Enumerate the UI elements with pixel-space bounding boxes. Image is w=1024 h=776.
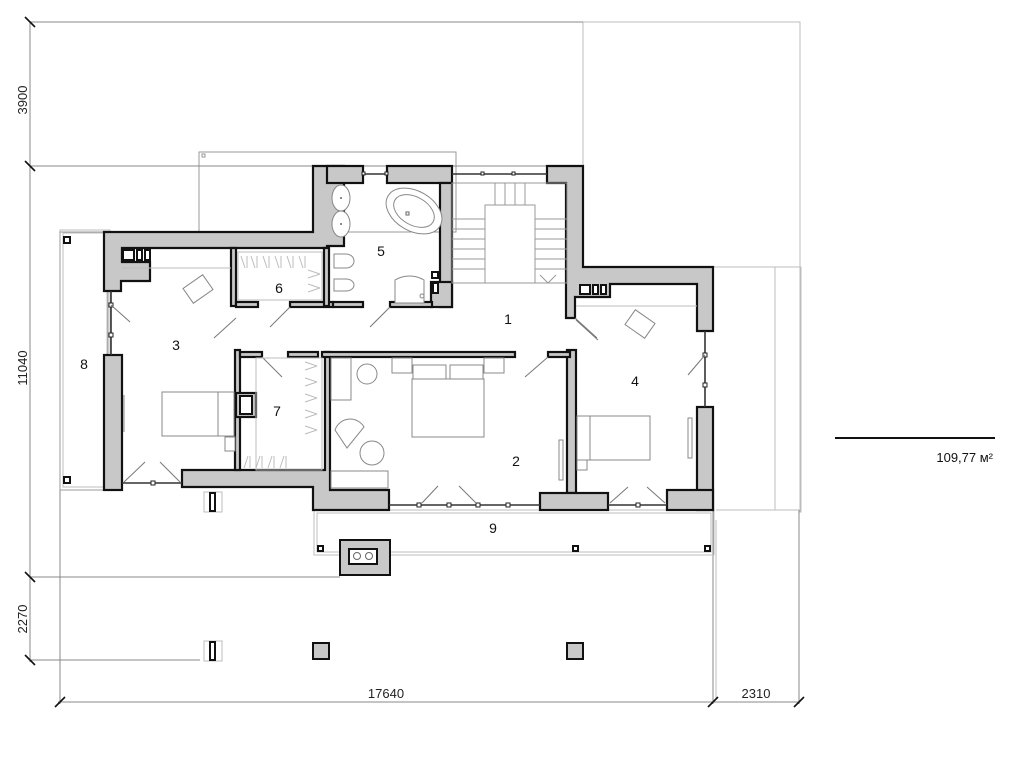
- windows: [108, 171, 708, 508]
- total-area-label: 109,77 м²: [936, 450, 993, 465]
- bedroom-2-furniture: [330, 357, 564, 489]
- staircase: [451, 182, 568, 284]
- wardrobe-7-shelves: [243, 357, 323, 471]
- balcony-9: [313, 509, 715, 556]
- room-label-2: 2: [512, 453, 520, 469]
- dim-17640: 17640: [368, 686, 404, 701]
- room-label-1: 1: [504, 311, 512, 327]
- room-label-4: 4: [631, 373, 639, 389]
- dim-2310: 2310: [742, 686, 771, 701]
- door-swings: [110, 304, 706, 504]
- roof-outlines: [30, 21, 802, 700]
- bedroom-3-furniture: [122, 267, 236, 452]
- dimension-lines: [24, 16, 805, 708]
- room-label-9: 9: [489, 520, 497, 536]
- outdoor-fixtures: [203, 491, 584, 662]
- dim-11040: 11040: [15, 350, 30, 385]
- walls: [102, 164, 715, 512]
- area-annotation: 109,77 м²: [835, 437, 995, 465]
- room-label-7: 7: [273, 403, 281, 419]
- bedroom-4-furniture: [576, 305, 697, 471]
- bathroom-fixtures: [331, 184, 443, 304]
- room-label-8: 8: [80, 356, 88, 372]
- dim-2270: 2270: [15, 605, 30, 634]
- dim-3900: 3900: [15, 86, 30, 115]
- room-label-3: 3: [172, 337, 180, 353]
- room-label-6: 6: [275, 280, 283, 296]
- wardrobe-6-shelves: [237, 251, 323, 301]
- room-labels: 1 2 3 4 5 6 7 8 9: [80, 243, 639, 536]
- room-label-5: 5: [377, 243, 385, 259]
- dimension-labels: 3900 11040 2270 17640 2310: [15, 86, 770, 701]
